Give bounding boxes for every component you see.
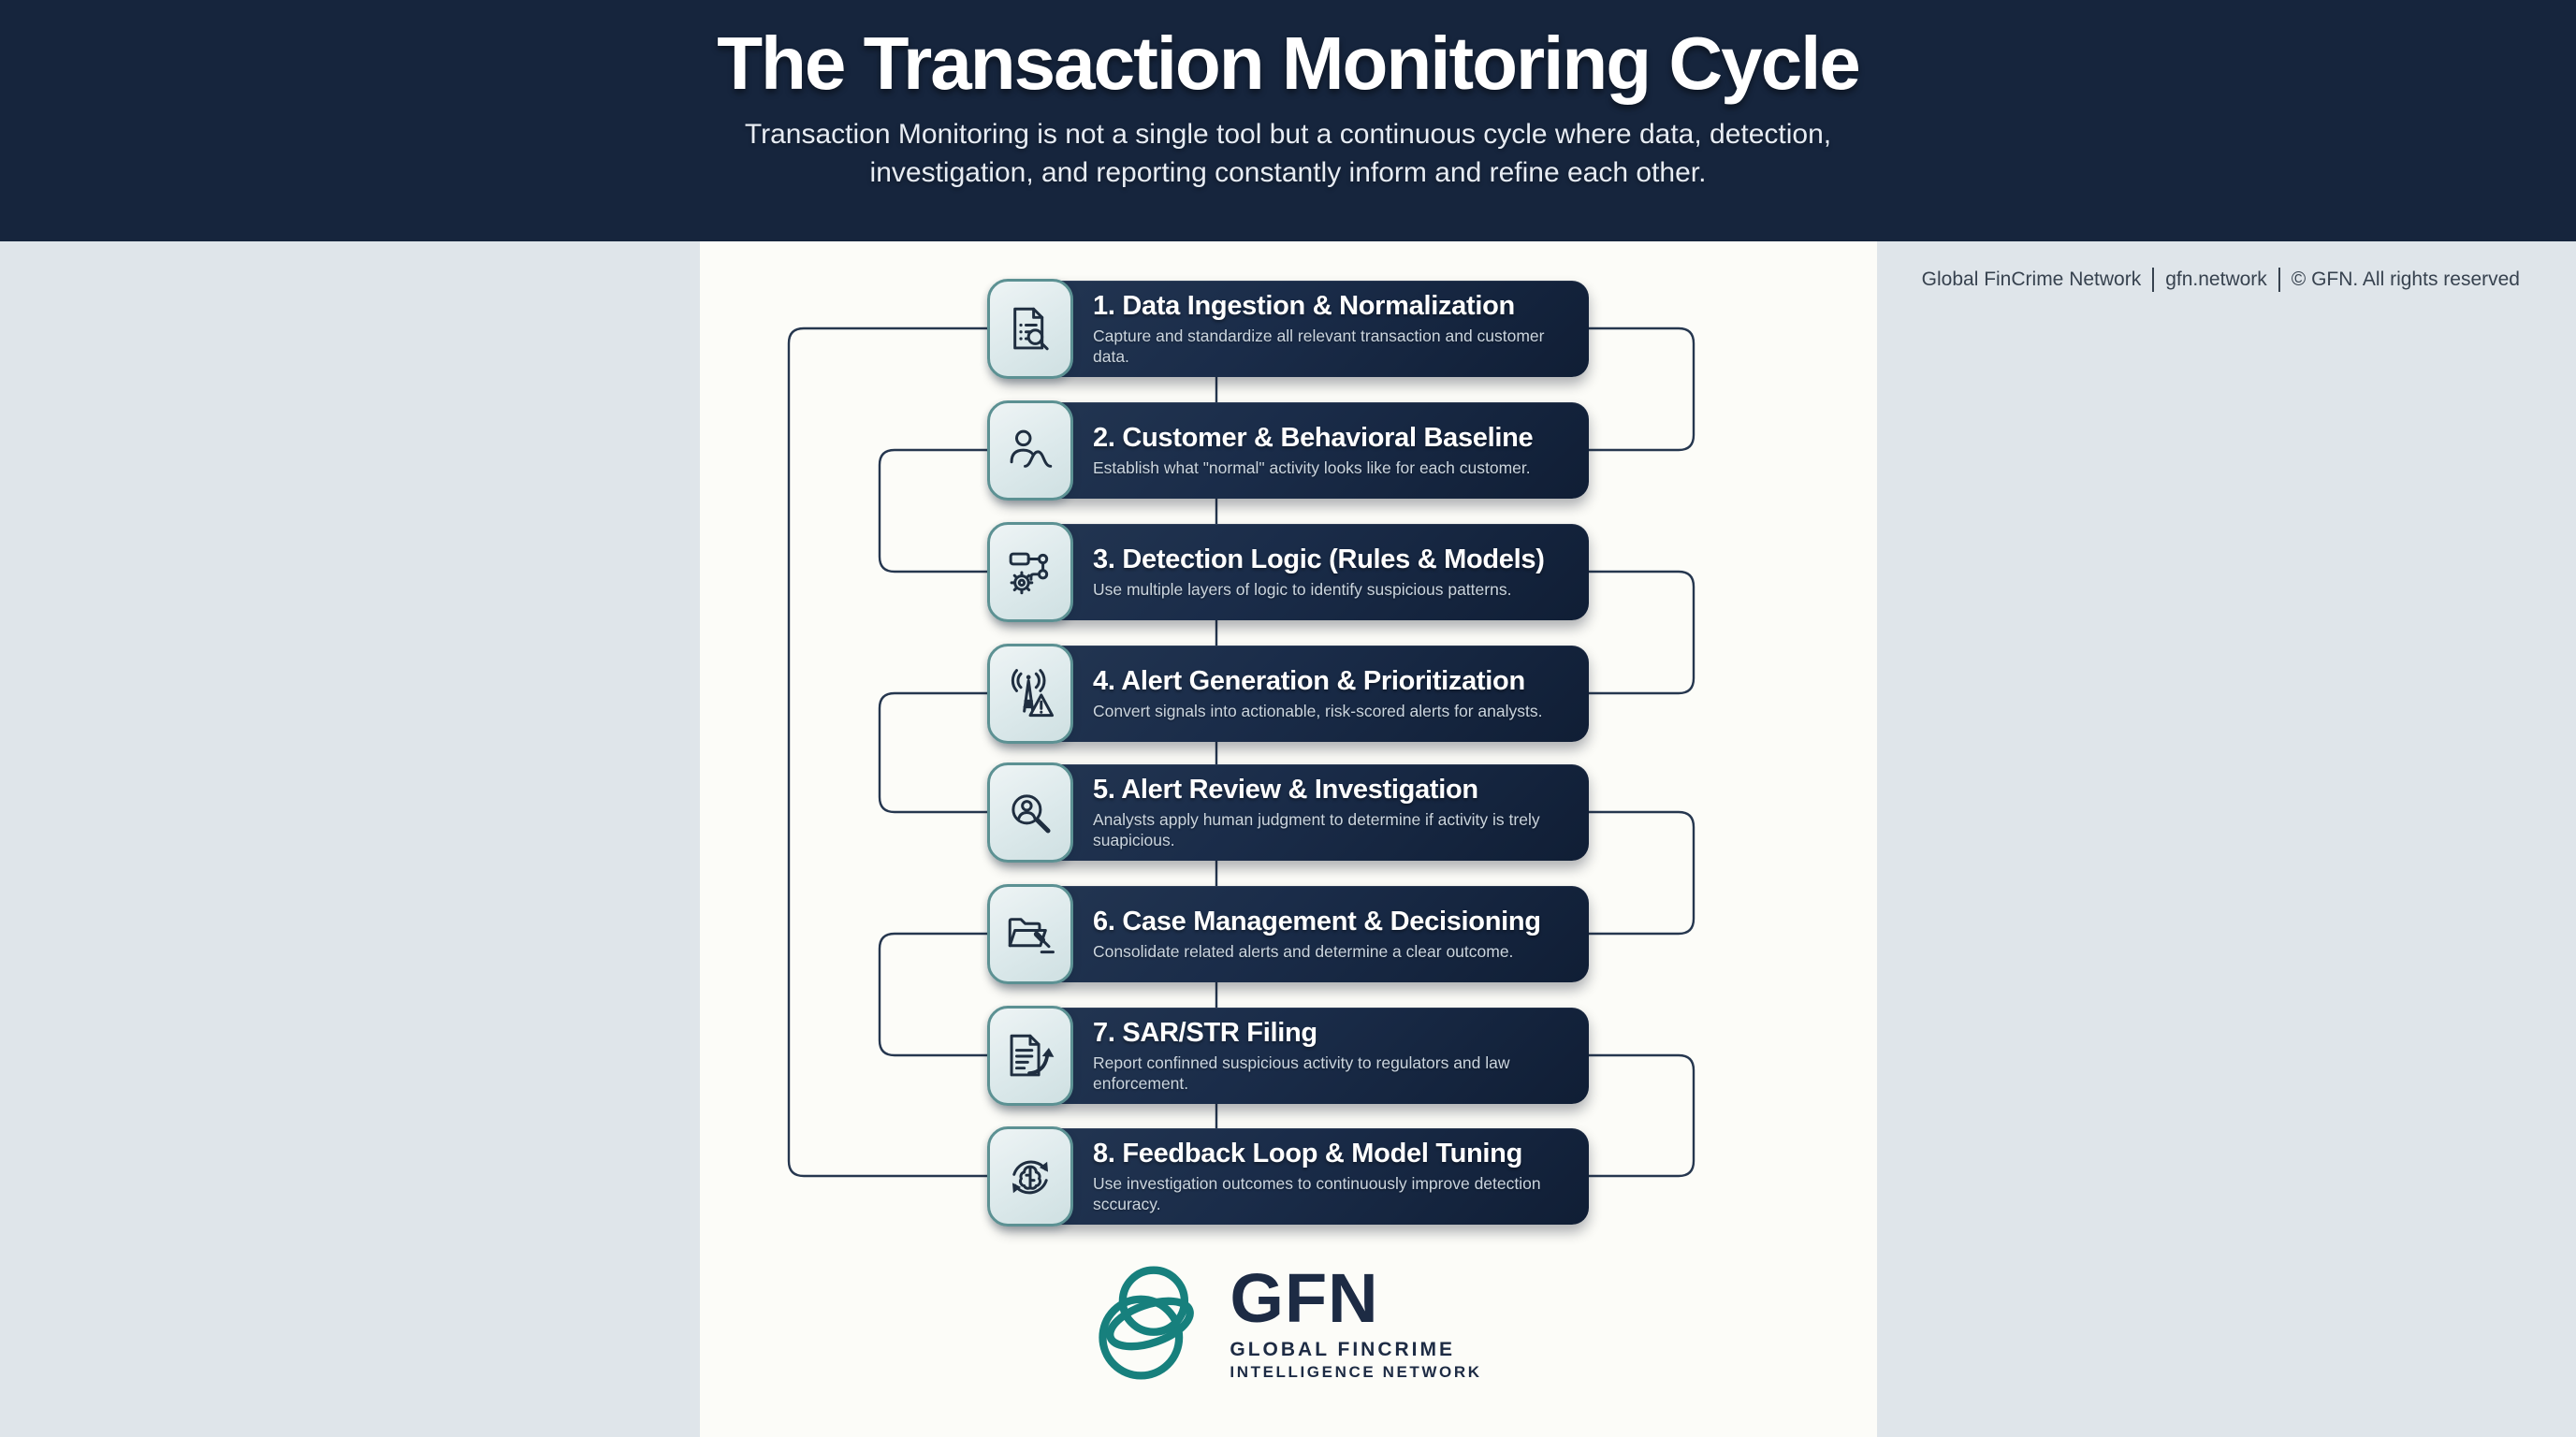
attribution-copyright: © GFN. All rights reserved	[2291, 269, 2520, 290]
step-1-text: 1. Data Ingestion & Normalization Captur…	[1093, 291, 1575, 367]
step-4-text: 4. Alert Generation & Prioritization Con…	[1093, 666, 1543, 721]
step-3-text: 3. Detection Logic (Rules & Models) Use …	[1093, 544, 1545, 600]
step-title: 2. Customer & Behavioral Baseline	[1093, 422, 1534, 453]
document-arrow-icon	[1010, 1034, 1055, 1076]
step-4-icon-tile	[987, 644, 1073, 744]
gfn-name-line1: GLOBAL FINCRIME	[1230, 1339, 1455, 1361]
step-title: 3. Detection Logic (Rules & Models)	[1093, 544, 1545, 574]
step-title: 7. SAR/STR Filing	[1093, 1017, 1317, 1048]
step-box-2: 2. Customer & Behavioral Baseline Establ…	[987, 400, 1589, 501]
step-description: Analysts apply human judgment to determi…	[1093, 809, 1540, 849]
person-curve-icon	[1010, 429, 1053, 468]
folder-gavel-icon	[1008, 917, 1055, 953]
step-8-icon-tile	[987, 1126, 1073, 1227]
step-description: Capture and standardize all relevant tra…	[1093, 326, 1545, 366]
step-3-icon-tile	[987, 522, 1073, 622]
attribution: Global FinCrime Network gfn.network © GF…	[1922, 268, 2520, 292]
attribution-org: Global FinCrime Network	[1921, 269, 2142, 290]
step-description: Consolidate related alerts and determine…	[1093, 941, 1514, 961]
alert-tower-icon	[1011, 668, 1055, 717]
gfn-acronym: GFN	[1230, 1258, 1379, 1337]
step-8-text: 8. Feedback Loop & Model Tuning Use inve…	[1093, 1139, 1575, 1214]
step-description: Use multiple layers of logic to identify…	[1093, 579, 1512, 599]
step-5-text: 5. Alert Review & Investigation Analysts…	[1093, 775, 1575, 850]
step-description: Report confinned suspicious activity to …	[1093, 1052, 1510, 1093]
step-title: 8. Feedback Loop & Model Tuning	[1093, 1138, 1523, 1168]
attribution-separator	[2152, 268, 2155, 292]
step-box-3: 3. Detection Logic (Rules & Models) Use …	[987, 522, 1589, 622]
step-box-4: 4. Alert Generation & Prioritization Con…	[987, 644, 1589, 744]
gfn-logo-text: GFN GLOBAL FINCRIME INTELLIGENCE NETWORK	[1230, 1258, 1482, 1382]
step-1-icon-tile	[987, 279, 1073, 379]
step-box-1: 1. Data Ingestion & Normalization Captur…	[987, 279, 1589, 379]
step-2-icon-tile	[987, 400, 1073, 501]
page-title: The Transaction Monitoring Cycle	[717, 22, 1861, 105]
step-title: 5. Alert Review & Investigation	[1093, 774, 1478, 805]
step-description: Convert signals into actionable, risk-sc…	[1093, 701, 1543, 720]
gfn-globe-icon	[1099, 1266, 1195, 1380]
step-title: 4. Alert Generation & Prioritization	[1093, 665, 1525, 696]
document-search-icon	[1013, 307, 1049, 350]
step-7-icon-tile	[987, 1006, 1073, 1106]
step-box-7: 7. SAR/STR Filing Report confinned suspi…	[987, 1006, 1589, 1106]
person-magnifier-icon	[1011, 793, 1051, 834]
footer-logo: GFN GLOBAL FINCRIME INTELLIGENCE NETWORK	[700, 1254, 1877, 1394]
page-subtitle: Transaction Monitoring is not a single t…	[744, 119, 1832, 188]
step-7-text: 7. SAR/STR Filing Report confinned suspi…	[1093, 1018, 1575, 1094]
step-title: 6. Case Management & Decisioning	[1093, 906, 1541, 936]
attribution-site: gfn.network	[2165, 269, 2267, 290]
step-description: Establish what "normal" activity looks l…	[1093, 457, 1531, 477]
step-6-icon-tile	[987, 884, 1073, 984]
step-box-6: 6. Case Management & Decisioning Consoli…	[987, 884, 1589, 984]
step-box-5: 5. Alert Review & Investigation Analysts…	[987, 762, 1589, 863]
gfn-name-line2: INTELLIGENCE NETWORK	[1230, 1363, 1482, 1382]
header-banner: The Transaction Monitoring Cycle Transac…	[0, 0, 2576, 241]
gear-flow-icon	[1009, 552, 1049, 594]
step-description: Use investigation outcomes to continuous…	[1093, 1173, 1541, 1213]
brain-loop-icon	[1011, 1160, 1049, 1194]
step-2-text: 2. Customer & Behavioral Baseline Establ…	[1093, 422, 1534, 478]
step-title: 1. Data Ingestion & Normalization	[1093, 290, 1515, 321]
step-5-icon-tile	[987, 762, 1073, 863]
attribution-separator	[2278, 268, 2280, 292]
step-6-text: 6. Case Management & Decisioning Consoli…	[1093, 907, 1541, 962]
step-box-8: 8. Feedback Loop & Model Tuning Use inve…	[987, 1126, 1589, 1227]
